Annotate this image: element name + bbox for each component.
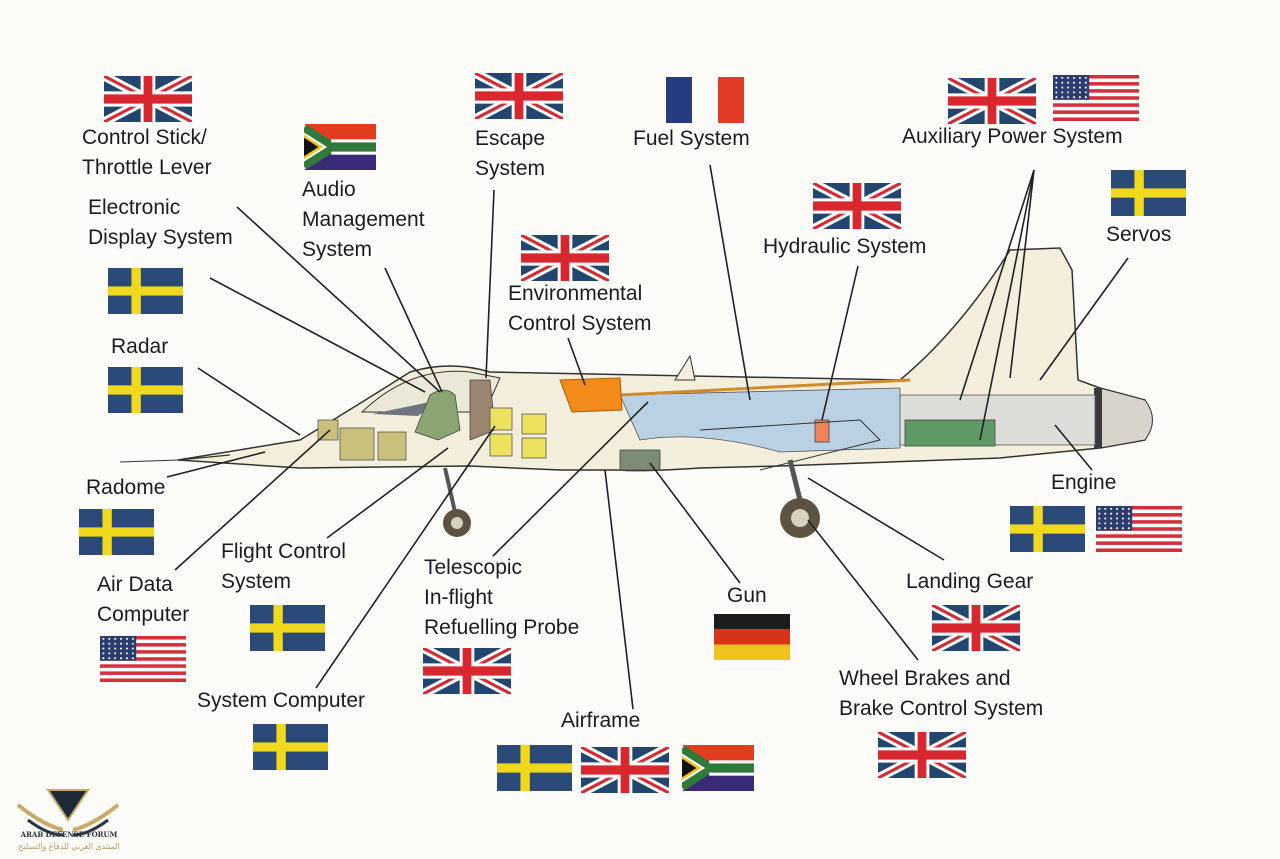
leader-servos (1039, 257, 1129, 381)
flag-escape-uk (475, 73, 563, 119)
sweden-flag-icon (1111, 170, 1186, 216)
label-environmental-control: Environmental Control System (508, 282, 652, 335)
usa-flag-icon (1096, 506, 1182, 552)
leader-refuelling (492, 401, 649, 557)
leader-radome (166, 451, 266, 478)
forum-name-arabic: المنتدى العربي للدفاع والتسليح (18, 842, 120, 851)
sweden-flag-icon (250, 605, 325, 651)
flag-apu-uk (948, 78, 1036, 124)
flag-engine-se (1010, 506, 1085, 552)
leader-apu-3 (979, 169, 1035, 441)
flag-gun-de (714, 614, 790, 660)
leader-electronic-display (209, 277, 426, 393)
flag-control-stick-uk (104, 76, 192, 122)
label-flight-control: Flight Control System (221, 540, 346, 593)
forum-name: ARAB DEFENSE FORUM (20, 830, 118, 839)
label-wheel-brakes: Wheel Brakes and Brake Control System (839, 667, 1044, 720)
flag-air-data-us (100, 636, 186, 682)
flag-ecs-uk (521, 235, 609, 281)
uk-flag-icon (521, 235, 609, 281)
flag-landing-gear-uk (932, 605, 1020, 651)
label-control-stick: Control Stick/ Throttle Lever (82, 126, 212, 179)
south-africa-flag-icon (682, 745, 754, 791)
uk-flag-icon (932, 605, 1020, 651)
label-hydraulic-system: Hydraulic System (763, 235, 927, 258)
sweden-flag-icon (108, 268, 183, 314)
label-escape-system: Escape System (475, 127, 546, 180)
flag-refuelling-uk (423, 648, 511, 694)
flag-airframe-se (497, 745, 572, 791)
label-gun: Gun (727, 584, 767, 607)
flag-hydraulic-uk (813, 183, 901, 229)
germany-flag-icon (714, 614, 790, 660)
label-system-computer: System Computer (197, 689, 366, 712)
flag-radar-se (108, 367, 183, 413)
leader-apu-1 (959, 169, 1035, 401)
leader-air-data (174, 429, 331, 571)
uk-flag-icon (475, 73, 563, 119)
usa-flag-icon (1053, 75, 1139, 121)
uk-flag-icon (104, 76, 192, 122)
leader-system-computer (315, 425, 496, 689)
leader-flight-control (326, 447, 449, 539)
flag-fuel-fr (666, 77, 744, 123)
label-airframe: Airframe (561, 709, 641, 732)
leader-wheel-brakes (807, 519, 919, 661)
leader-landing-gear (807, 477, 945, 561)
france-flag-icon (666, 77, 744, 123)
sweden-flag-icon (497, 745, 572, 791)
sweden-flag-icon (79, 509, 154, 555)
label-engine: Engine (1051, 471, 1117, 494)
label-electronic-display: Electronic Display System (88, 196, 233, 249)
sweden-flag-icon (108, 367, 183, 413)
uk-flag-icon (581, 747, 669, 793)
flag-wheel-brakes-uk (878, 732, 966, 778)
label-refuelling-probe: Telescopic In-flight Refuelling Probe (424, 556, 580, 639)
flag-apu-us (1053, 75, 1139, 121)
leader-apu-2 (1009, 169, 1035, 379)
sweden-flag-icon (1010, 506, 1085, 552)
label-radome: Radome (86, 476, 166, 499)
label-auxiliary-power: Auxiliary Power System (902, 125, 1123, 148)
leader-escape (485, 189, 495, 379)
sweden-flag-icon (253, 724, 328, 770)
leader-airframe (604, 469, 634, 710)
leader-ecs (567, 337, 586, 386)
label-landing-gear: Landing Gear (906, 570, 1034, 593)
leader-control-stick (236, 206, 441, 393)
uk-flag-icon (948, 78, 1036, 124)
leader-audio (384, 267, 443, 393)
flag-system-computer-se (253, 724, 328, 770)
aircraft-fuselage (119, 247, 1153, 538)
leader-radar (197, 367, 301, 436)
uk-flag-icon (878, 732, 966, 778)
south-africa-flag-icon (304, 124, 376, 170)
label-fuel-system: Fuel System (633, 127, 750, 150)
flag-electronic-display-se (108, 268, 183, 314)
leader-fuel (709, 164, 751, 401)
forum-logo (16, 789, 120, 837)
flag-audio-za (304, 124, 376, 170)
label-air-data-computer: Air Data Computer (97, 573, 190, 626)
label-radar: Radar (111, 335, 169, 358)
label-audio-management: Audio Management System (302, 178, 425, 261)
flag-servos-se (1111, 170, 1186, 216)
flag-airframe-za (682, 745, 754, 791)
uk-flag-icon (813, 183, 901, 229)
leader-gun (649, 462, 741, 584)
uk-flag-icon (423, 648, 511, 694)
leader-hydraulic (821, 265, 859, 421)
flag-engine-us (1096, 506, 1182, 552)
flag-radome-se (79, 509, 154, 555)
flag-flight-control-se (250, 605, 325, 651)
label-servos: Servos (1106, 223, 1172, 246)
flag-airframe-uk (581, 747, 669, 793)
usa-flag-icon (100, 636, 186, 682)
leader-engine (1054, 424, 1093, 471)
